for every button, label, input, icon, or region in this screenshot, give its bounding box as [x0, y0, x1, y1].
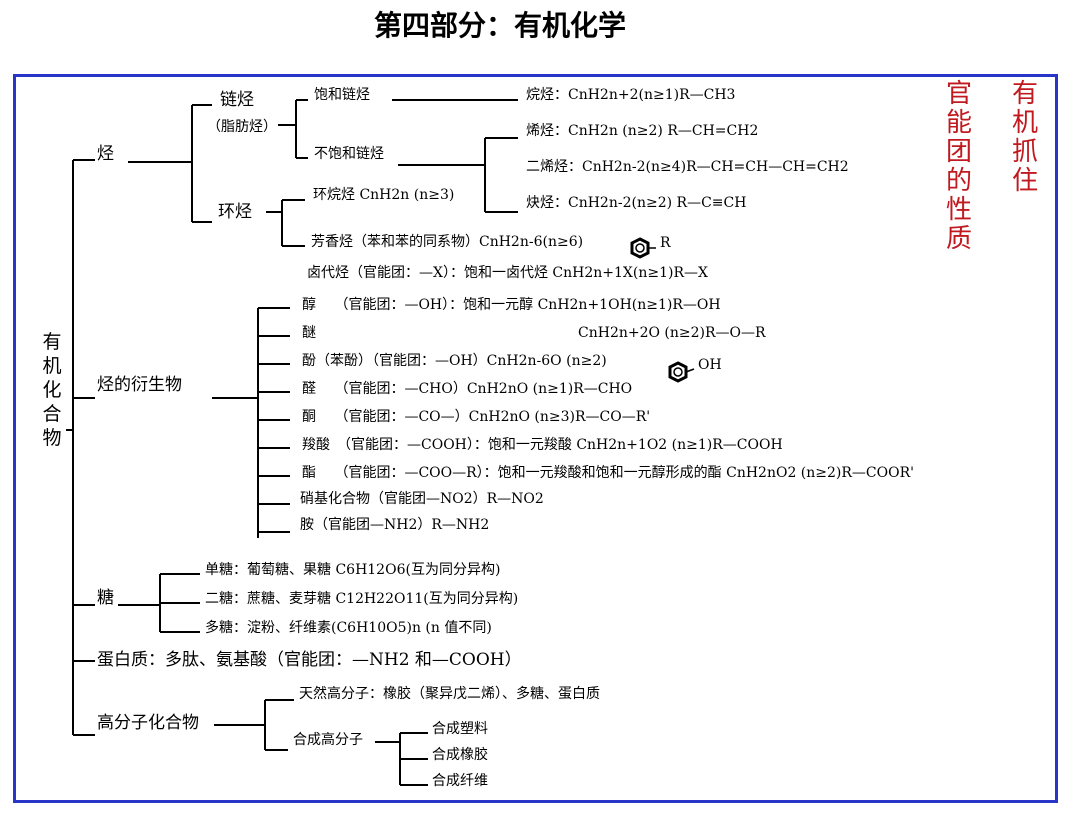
leaf-synthetic-fiber: 合成纤维 — [432, 773, 488, 789]
leaf-alkyne: 炔烃：CnH2n-2(n≥2) R—C≡CH — [526, 195, 747, 211]
leaf-ether-label: 醚 — [302, 325, 316, 341]
leaf-synthetic-rubber: 合成橡胶 — [432, 747, 488, 763]
side-note-functional-group: 官能团的性质 — [944, 80, 974, 254]
side-note-functional-group-char: 的 — [945, 166, 972, 196]
side-note-functional-group-char: 官 — [945, 79, 972, 109]
leaf-alcohol: 醇 （官能团：—OH）：饱和一元醇 CnH2n+1OH(n≥1)R—OH — [302, 297, 721, 313]
node-derivatives: 烃的衍生物 — [97, 375, 182, 395]
root-char: 物 — [42, 427, 62, 449]
side-note-functional-group-char: 能 — [945, 108, 972, 138]
root-organic-compound: 有机化合物 — [38, 330, 66, 450]
node-hydrocarbon: 烃 — [97, 144, 114, 164]
side-note-grasp-char: 有 — [1011, 79, 1038, 109]
leaf-ether-formula: CnH2n+2O (n≥2)R—O—R — [578, 325, 766, 341]
leaf-amine: 胺（官能团—NH2）R—NH2 — [300, 517, 490, 533]
node-unsaturated-chain: 不饱和链烃 — [314, 146, 384, 162]
side-note-grasp-char: 机 — [1011, 108, 1038, 138]
side-note-functional-group-char: 团 — [945, 137, 972, 167]
phenol-oh-label: OH — [698, 357, 722, 373]
leaf-nitro-compound: 硝基化合物（官能团—NO2）R—NO2 — [300, 491, 544, 507]
leaf-aromatic: 芳香烃（苯和苯的同系物）CnH2n-6(n≥6) — [311, 234, 584, 250]
leaf-carboxylic-acid: 羧酸 （官能团：—COOH）：饱和一元羧酸 CnH2n+1O2 (n≥1)R—C… — [302, 437, 783, 453]
leaf-polysaccharide: 多糖：淀粉、纤维素(C6H10O5)n (n 值不同) — [205, 620, 492, 636]
node-protein: 蛋白质：多肽、氨基酸（官能团：—NH2 和—COOH） — [97, 650, 522, 670]
leaf-diene: 二烯烃：CnH2n-2(n≥4)R—CH=CH—CH=CH2 — [526, 159, 849, 175]
root-char: 机 — [42, 355, 62, 377]
root-char: 合 — [42, 403, 62, 425]
node-saturated-chain: 饱和链烃 — [314, 87, 370, 103]
node-polymer: 高分子化合物 — [97, 713, 199, 733]
leaf-alkane: 烷烃：CnH2n+2(n≥1)R—CH3 — [526, 87, 736, 103]
leaf-alkene: 烯烃：CnH2n (n≥2) R—CH=CH2 — [526, 123, 759, 139]
node-sugar: 糖 — [97, 588, 114, 608]
node-synthetic-polymer: 合成高分子 — [293, 732, 363, 748]
page-title: 第四部分：有机化学 — [373, 9, 626, 42]
leaf-haloalkane: 卤代烃（官能团：—X）：饱和一卤代烃 CnH2n+1X(n≥1)R—X — [307, 265, 708, 281]
root-char: 化 — [42, 379, 62, 401]
side-note-grasp-char: 住 — [1011, 166, 1038, 196]
leaf-cycloalkane: 环烷烃 CnH2n (n≥3) — [313, 187, 455, 203]
leaf-phenol: 酚（苯酚）（官能团：—OH）CnH2n-6O (n≥2) — [302, 353, 607, 369]
diagram-frame — [13, 74, 1058, 803]
leaf-ketone: 酮 （官能团：—CO—）CnH2nO (n≥3)R—CO—R' — [302, 409, 651, 425]
node-chain-hydrocarbon-sub: （脂肪烃） — [207, 119, 277, 135]
node-ring-hydrocarbon: 环烃 — [218, 202, 252, 222]
side-note-functional-group-char: 质 — [945, 224, 972, 254]
root-char: 有 — [42, 331, 62, 353]
side-note-functional-group-char: 性 — [945, 195, 972, 225]
phenol-ring-icon — [668, 361, 695, 383]
aromatic-r-label: R — [660, 235, 671, 251]
leaf-natural-polymer: 天然高分子：橡胶（聚异戊二烯）、多糖、蛋白质 — [299, 686, 600, 702]
side-note-grasp: 有机抓住 — [1010, 80, 1040, 196]
side-note-grasp-char: 抓 — [1011, 137, 1038, 167]
leaf-monosaccharide: 单糖：葡萄糖、果糖 C6H12O6(互为同分异构) — [205, 562, 501, 578]
benzene-ring-icon — [630, 237, 656, 259]
leaf-disaccharide: 二糖：蔗糖、麦芽糖 C12H22O11(互为同分异构) — [205, 591, 519, 607]
leaf-ester: 酯 （官能团：—COO—R）：饱和一元羧酸和饱和一元醇形成的酯 CnH2nO2 … — [302, 465, 914, 481]
leaf-synthetic-plastic: 合成塑料 — [432, 721, 488, 737]
node-chain-hydrocarbon: 链烃 — [220, 90, 254, 110]
leaf-aldehyde: 醛 （官能团：—CHO）CnH2nO (n≥1)R—CHO — [302, 381, 633, 397]
